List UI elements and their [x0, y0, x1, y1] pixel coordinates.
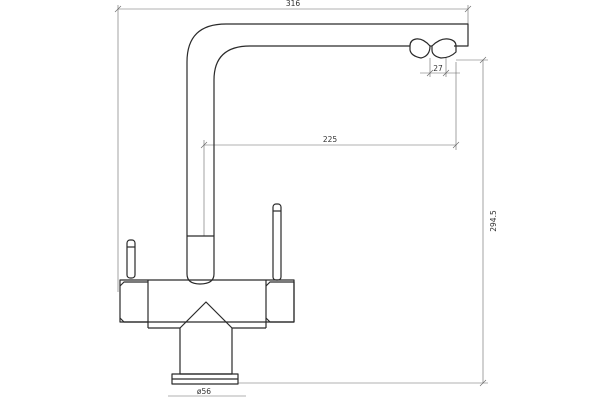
left-cartridge-cap [119, 281, 148, 323]
left-handle-lever [126, 239, 136, 279]
faucet-body [119, 279, 295, 323]
aerator-outlet-left [409, 38, 431, 59]
overall-height-label: 294.5 [489, 210, 498, 232]
dimension-lines [117, 5, 488, 397]
right-handle-lever [272, 203, 282, 281]
base-column [179, 328, 233, 375]
spout-column-joint [186, 235, 215, 285]
body-underside [148, 301, 266, 329]
outlet-spacing-label: 27 [433, 64, 443, 73]
overall-width-label: 316 [286, 0, 301, 8]
spout-reach-label: 225 [323, 135, 338, 144]
dimension-ticks [114, 5, 487, 387]
aerator-outlet-right [431, 38, 457, 59]
base-diameter-label: ø56 [197, 387, 211, 396]
faucet-outline [119, 23, 469, 385]
spout [186, 23, 469, 236]
right-cartridge-cap [265, 281, 295, 323]
